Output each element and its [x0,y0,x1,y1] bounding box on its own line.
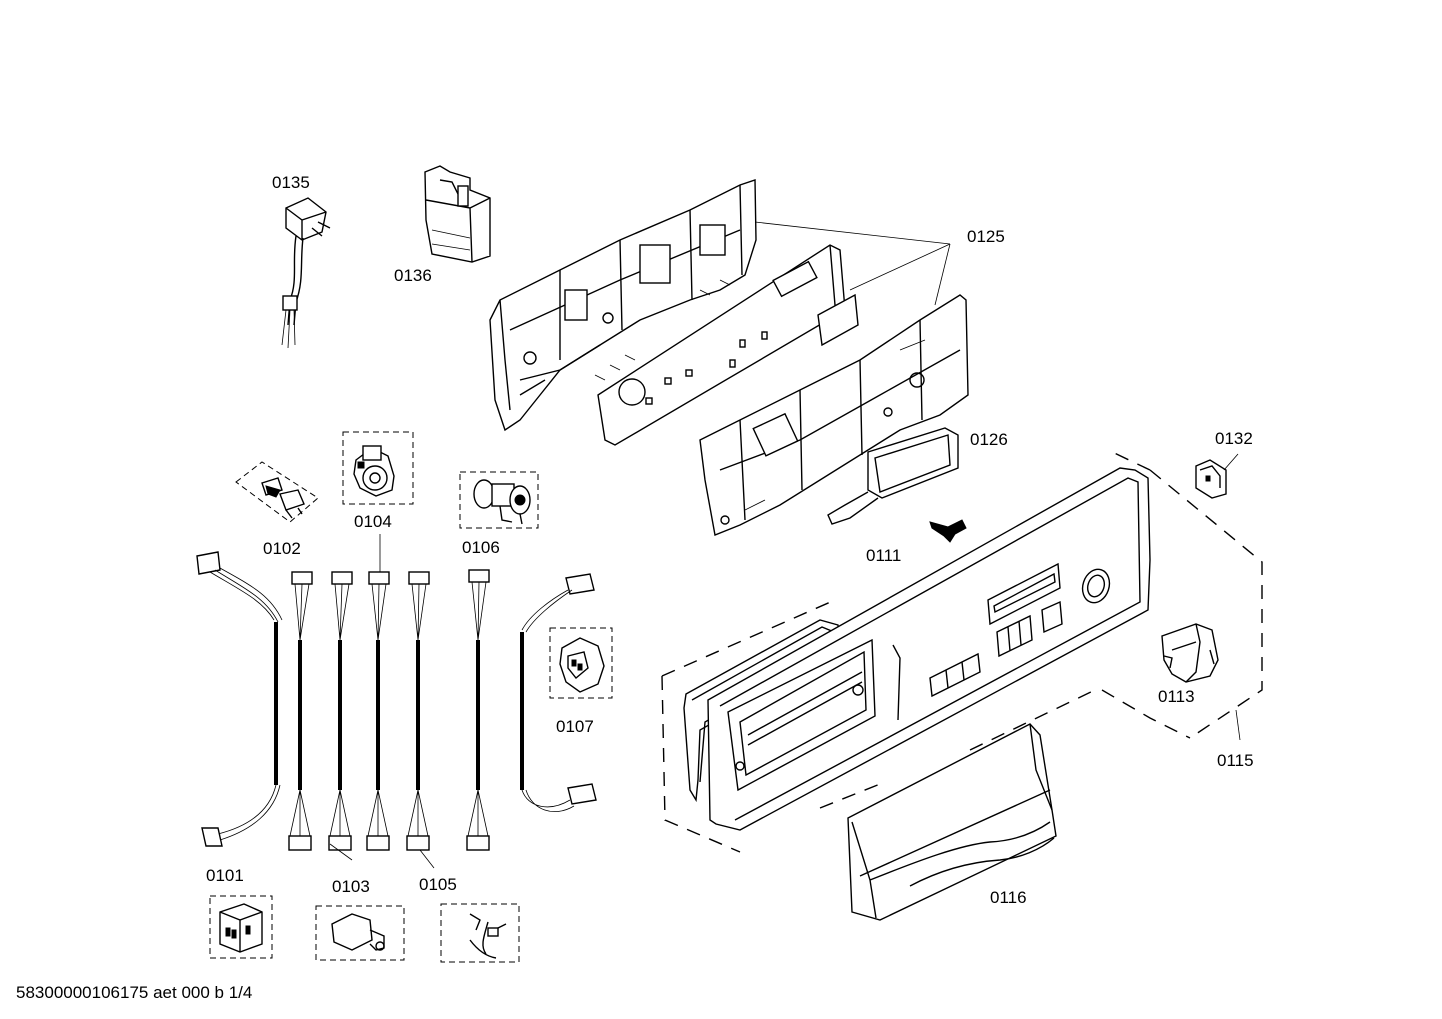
label-0116: 0116 [990,888,1027,907]
control-pcb [597,244,859,446]
harness-0104w [366,571,390,851]
interference-filter-0136 [424,165,491,263]
display-module-0126 [827,427,959,525]
pressure-switch-0104 [342,431,414,505]
control-frame-lower [699,294,969,536]
switch-pin-0111 [929,519,967,543]
label-0136: 0136 [394,266,432,285]
label-0135: 0135 [272,173,310,192]
dispenser-handle-0116 [847,723,1057,921]
ntc-sensor-0102 [235,461,319,523]
label-0107: 0107 [556,717,594,736]
part-labels: 0135 0136 0125 0126 0132 0104 0106 0102 … [206,173,1254,907]
control-frame-upper [489,179,757,432]
label-0125: 0125 [967,227,1005,246]
label-0106: 0106 [462,538,500,557]
connector-0107 [549,627,613,699]
label-0104: 0104 [354,512,392,531]
label-0102: 0102 [263,539,301,558]
wire-harnesses [196,534,597,869]
harness-0103a [288,571,313,851]
harness-0103b [328,571,353,851]
bottom-parts [209,895,520,963]
document-footer: 58300000106175 aet 000 b 1/4 [16,983,252,1002]
water-valve-0106 [459,471,539,529]
label-0113: 0113 [1158,687,1195,706]
label-0105: 0105 [419,875,457,894]
mains-cable-0135 [281,197,331,349]
label-0111: 0111 [866,546,901,565]
label-0103: 0103 [332,877,370,896]
harness-0105b [466,569,490,851]
fascia-panel-0115 [661,449,1263,853]
label-0126: 0126 [970,430,1008,449]
harness-0105a [406,571,430,851]
label-0115: 0115 [1217,751,1254,770]
label-0101: 0101 [206,866,244,885]
label-0132: 0132 [1215,429,1253,448]
